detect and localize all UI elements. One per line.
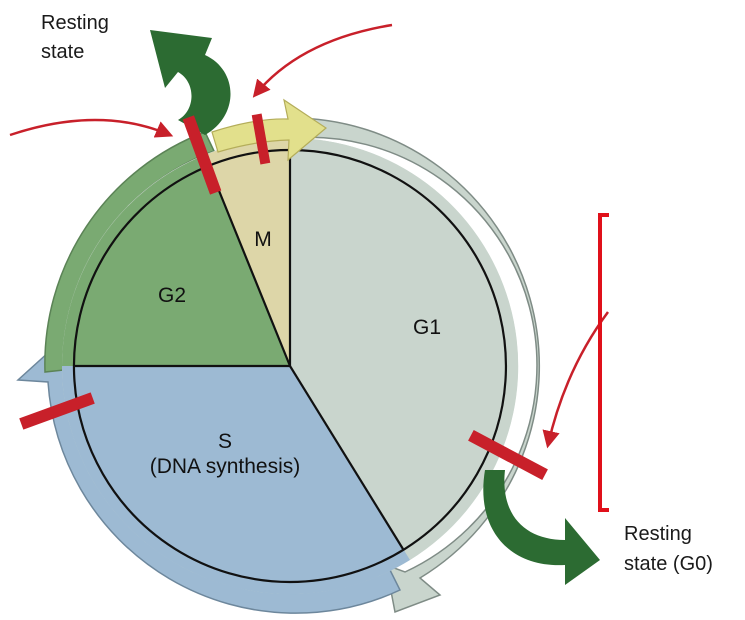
resting-state-top-label-2: state bbox=[41, 41, 84, 63]
pointer-arrow-left bbox=[9, 118, 174, 138]
resting-state-g0-label-2: state (G0) bbox=[624, 553, 713, 575]
g2-sector bbox=[62, 155, 290, 366]
resting-arrow-top bbox=[150, 30, 231, 135]
m-cycle-arrow bbox=[211, 98, 327, 162]
phase-label-s: S bbox=[218, 430, 232, 453]
divider-s-g1 bbox=[289, 365, 404, 550]
pointer-arrow-top bbox=[252, 23, 393, 98]
phase-label-g2: G2 bbox=[158, 284, 186, 307]
checkpoint-bar-g2-m bbox=[182, 115, 222, 195]
divider-g2-m bbox=[207, 165, 292, 367]
g1-sector bbox=[290, 137, 519, 561]
resting-arrow-g0 bbox=[483, 470, 600, 585]
restriction-bracket bbox=[598, 213, 609, 512]
resting-state-g0-label-1: Resting bbox=[624, 523, 692, 545]
phase-label-g1: G1 bbox=[413, 316, 441, 339]
checkpoint-bar-g1 bbox=[468, 429, 548, 481]
checkpoint-bar-m bbox=[251, 113, 271, 165]
checkpoint-bar-s bbox=[19, 392, 95, 430]
phase-label-m: M bbox=[254, 228, 272, 251]
resting-state-top-label-1: Resting bbox=[41, 12, 109, 34]
phase-label-s-sub: (DNA synthesis) bbox=[150, 455, 301, 478]
m-sector bbox=[205, 138, 290, 366]
s-sector bbox=[61, 366, 411, 595]
inner-circle-outline bbox=[72, 148, 508, 584]
